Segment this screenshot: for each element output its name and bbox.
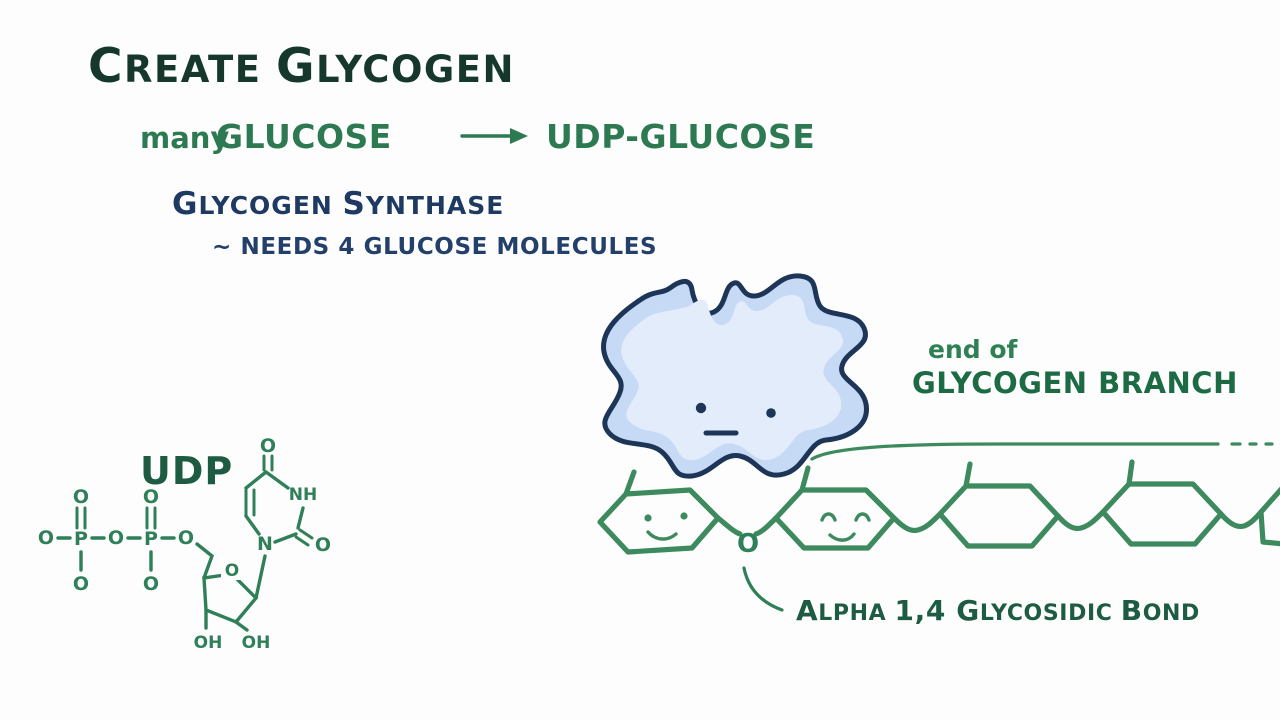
udp-p2: P <box>144 528 158 550</box>
glucose-ring-4 <box>1100 459 1224 547</box>
equation-prefix: many <box>140 121 229 155</box>
blob-eye-right <box>766 408 776 418</box>
ring-1-eye-right <box>680 512 688 520</box>
glucose-ring-1 <box>597 469 721 555</box>
ribose-ring <box>202 572 259 625</box>
blob-eye-left <box>695 402 707 414</box>
udp-p2-top-o: O <box>143 486 159 508</box>
equation-reactant: GLUCOSE <box>216 117 392 156</box>
branch-label-line2: GLYCOGEN BRANCH <box>912 366 1238 400</box>
branch-lead-line <box>810 442 1274 461</box>
udp-p1: P <box>74 528 88 550</box>
ring-1-eye-left <box>644 514 652 522</box>
udp-structure: O P O O O P O O O O OH <box>38 435 331 653</box>
udp-ester-o: O <box>178 527 194 549</box>
udp-label: UDP <box>140 449 233 493</box>
udp-uracil-o-right: O <box>315 534 331 556</box>
udp-bridge-o: O <box>108 527 124 549</box>
glycosidic-link-3 <box>891 511 943 534</box>
equation-product: UDP-GLUCOSE <box>546 117 815 156</box>
enzyme-note: ~ NEEDS 4 GLUCOSE MOLECULES <box>212 234 657 260</box>
glucose-ring-3 <box>937 461 1061 549</box>
enzyme-name: GLYCOGEN SYNTHASE <box>172 186 504 222</box>
page-title: CREATE GLYCOGEN <box>88 39 515 94</box>
ring-2-eye-right <box>854 512 871 522</box>
branch-label-line1: end of <box>928 335 1019 364</box>
udp-oh-left: OH <box>194 633 223 653</box>
bond-pointer-line <box>742 566 784 612</box>
glucose-ring-5 <box>1258 486 1280 547</box>
udp-uracil-n: N <box>257 533 273 555</box>
glucose-ring-2 <box>773 465 897 551</box>
ring-2-eye-left <box>820 512 837 522</box>
glycosidic-oxygen: O <box>737 529 759 559</box>
bond-label: ALPHA 1,4 GLYCOSIDIC BOND <box>796 594 1200 627</box>
udp-uracil-nh: NH <box>289 485 317 505</box>
udp-terminal-o: O <box>38 527 54 549</box>
udp-p1-bottom-o: O <box>73 573 89 595</box>
ring-2-mouth <box>828 532 856 542</box>
glycosidic-link-4 <box>1055 509 1106 532</box>
glycogen-granule <box>601 273 869 479</box>
udp-p2-bottom-o: O <box>143 573 159 595</box>
ring-1-mouth <box>646 530 678 541</box>
udp-oh-right: OH <box>242 633 271 653</box>
udp-p1-top-o: O <box>73 486 89 508</box>
glycosidic-link-1 <box>715 515 743 537</box>
arrow-right-icon <box>460 128 528 144</box>
glycosidic-link-5 <box>1218 509 1264 530</box>
udp-ribose-o: O <box>225 561 239 581</box>
glycosidic-link-2 <box>753 515 779 537</box>
udp-uracil-o-top: O <box>260 435 276 457</box>
